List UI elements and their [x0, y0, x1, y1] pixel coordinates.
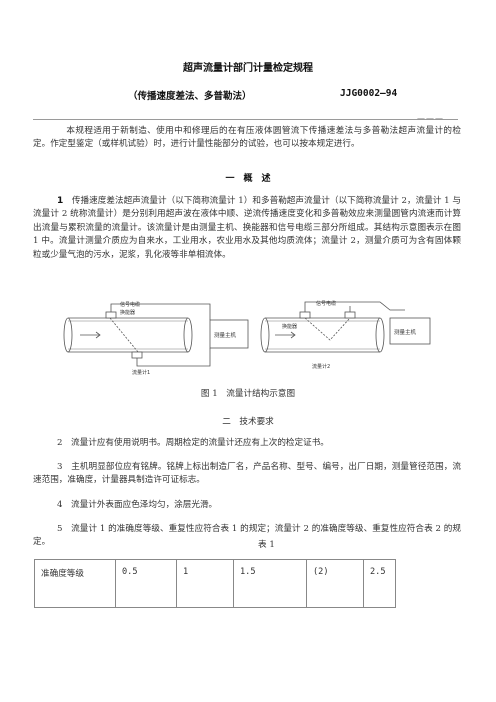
flowmeter-1-caption: 流量计1 — [132, 369, 150, 376]
table-cell: 2.5 — [363, 559, 396, 608]
flowmeter-structure-diagram: 信号电缆 换能器 测量主机 流量计1 信号电缆 换能器 测量主机 流量计2 — [63, 300, 431, 376]
paragraph-4: 4 流量计外表面应色泽均匀，涂层光滑。 — [33, 499, 461, 512]
page-title: 超声流量计部门计量检定规程 — [183, 63, 313, 74]
paragraph-1-text: 传播速度差法超声流量计（以下简称流量计 1）和多普勒超声流量计（以下简称流量计 … — [33, 196, 461, 260]
intro-text: 本规程适用于新制造、使用中和修理后的在有压液体圆管流下传播速差法与多普勒法超声流… — [33, 126, 461, 150]
flowmeter-2-host-label: 测量主机 — [394, 328, 417, 336]
table-row: 准确度等级 0.5 1 1.5 (2) 2.5 — [34, 559, 396, 608]
paragraph-2: 2 流量计应有使用说明书。周期检定的流量计还应有上次的检定证书。 — [33, 437, 461, 450]
accuracy-table: 准确度等级 0.5 1 1.5 (2) 2.5 — [34, 559, 396, 608]
flowmeter-2-caption: 流量计2 — [312, 363, 330, 370]
table-cell: 0.5 — [115, 559, 177, 608]
paragraph-1: 1 传播速度差法超声流量计（以下简称流量计 1）和多普勒超声流量计（以下简称流量… — [33, 195, 461, 262]
table-caption: 表 1 — [258, 540, 275, 550]
header-rule — [33, 119, 458, 120]
paragraph-1-number: 1 — [57, 196, 64, 206]
table-header-cell: 准确度等级 — [34, 559, 116, 608]
flowmeter-2-diagram — [260, 301, 431, 353]
section-title-technical-requirements: 二 技术要求 — [222, 417, 274, 427]
flowmeter-2-transducer-label: 换能器 — [282, 323, 297, 330]
flowmeter-1-host-label: 测量主机 — [214, 331, 237, 339]
flowmeter-1-diagram — [63, 303, 249, 367]
flowmeter-1-cable-label: 信号电缆 — [120, 301, 140, 308]
paragraph-5: 5 流量计 1 的准确度等级、重复性应符合表 1 的规定；流量计 2 的准确度等… — [33, 523, 461, 550]
paragraph-3-text: 3 主机明显部位应有铭牌。铭牌上标出制造厂名，产品名称、型号、编号，出厂日期，测… — [33, 462, 461, 486]
table-cell: 1 — [176, 559, 234, 608]
paragraph-3: 3 主机明显部位应有铭牌。铭牌上标出制造厂名，产品名称、型号、编号，出厂日期，测… — [33, 461, 461, 488]
paragraph-5-text: 5 流量计 1 的准确度等级、重复性应符合表 1 的规定；流量计 2 的准确度等… — [33, 524, 461, 548]
flowmeter-1-transducer-label: 换能器 — [120, 309, 135, 316]
section-title-overview: 一 概 述 — [225, 174, 271, 184]
table-cell: 1.5 — [233, 559, 307, 608]
paragraph-4-text: 4 流量计外表面应色泽均匀，涂层光滑。 — [57, 500, 218, 510]
header-rule-tail: ——— — [417, 114, 444, 123]
regulation-code: JJG0002—94 — [340, 88, 398, 99]
flowmeter-2-cable-label: 信号电缆 — [316, 300, 336, 307]
intro-paragraph: 本规程适用于新制造、使用中和修理后的在有压液体圆管流下传播速差法与多普勒法超声流… — [33, 125, 461, 152]
figure-caption: 图 1 流量计结构示意图 — [200, 389, 296, 399]
paragraph-2-text: 2 流量计应有使用说明书。周期检定的流量计还应有上次的检定证书。 — [57, 438, 329, 448]
subtitle: （传播速度差法、多普勒法） — [128, 91, 252, 102]
table-cell: (2) — [306, 559, 364, 608]
